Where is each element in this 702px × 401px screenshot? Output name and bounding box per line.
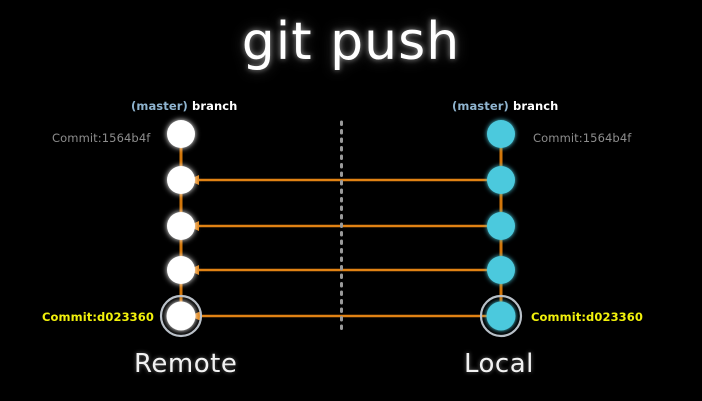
local-head-node (479, 294, 523, 338)
remote-head-node (159, 294, 203, 338)
page-title: git push (241, 12, 461, 72)
remote-commit-nodes (167, 120, 195, 284)
remote-commit-node (167, 256, 195, 284)
local-commit-node (487, 212, 515, 240)
local-branch-word: branch (512, 99, 559, 113)
local-commit-node (487, 120, 515, 148)
push-arrow-4 (190, 311, 498, 321)
local-side-title: Local (464, 349, 534, 379)
remote-commit-node (167, 120, 195, 148)
remote-top-commit-label: Commit:1564b4f (52, 131, 151, 145)
remote-commit-node (167, 166, 195, 194)
local-commit-node (487, 256, 515, 284)
local-commit-node (487, 166, 515, 194)
local-commit-nodes (487, 120, 515, 284)
local-top-commit-label: Commit:1564b4f (533, 131, 632, 145)
remote-branch-label: (master) branch (131, 99, 237, 113)
local-branch-label: (master) branch (452, 99, 558, 113)
remote-bottom-commit-label: Commit:d023360 (42, 310, 154, 324)
remote-commit-node (167, 212, 195, 240)
remote-branch-word: branch (191, 99, 238, 113)
local-branch-master: (master) (452, 99, 509, 113)
remote-side-title: Remote (134, 349, 238, 379)
local-bottom-commit-label: Commit:d023360 (531, 310, 643, 324)
remote-branch-master: (master) (131, 99, 188, 113)
